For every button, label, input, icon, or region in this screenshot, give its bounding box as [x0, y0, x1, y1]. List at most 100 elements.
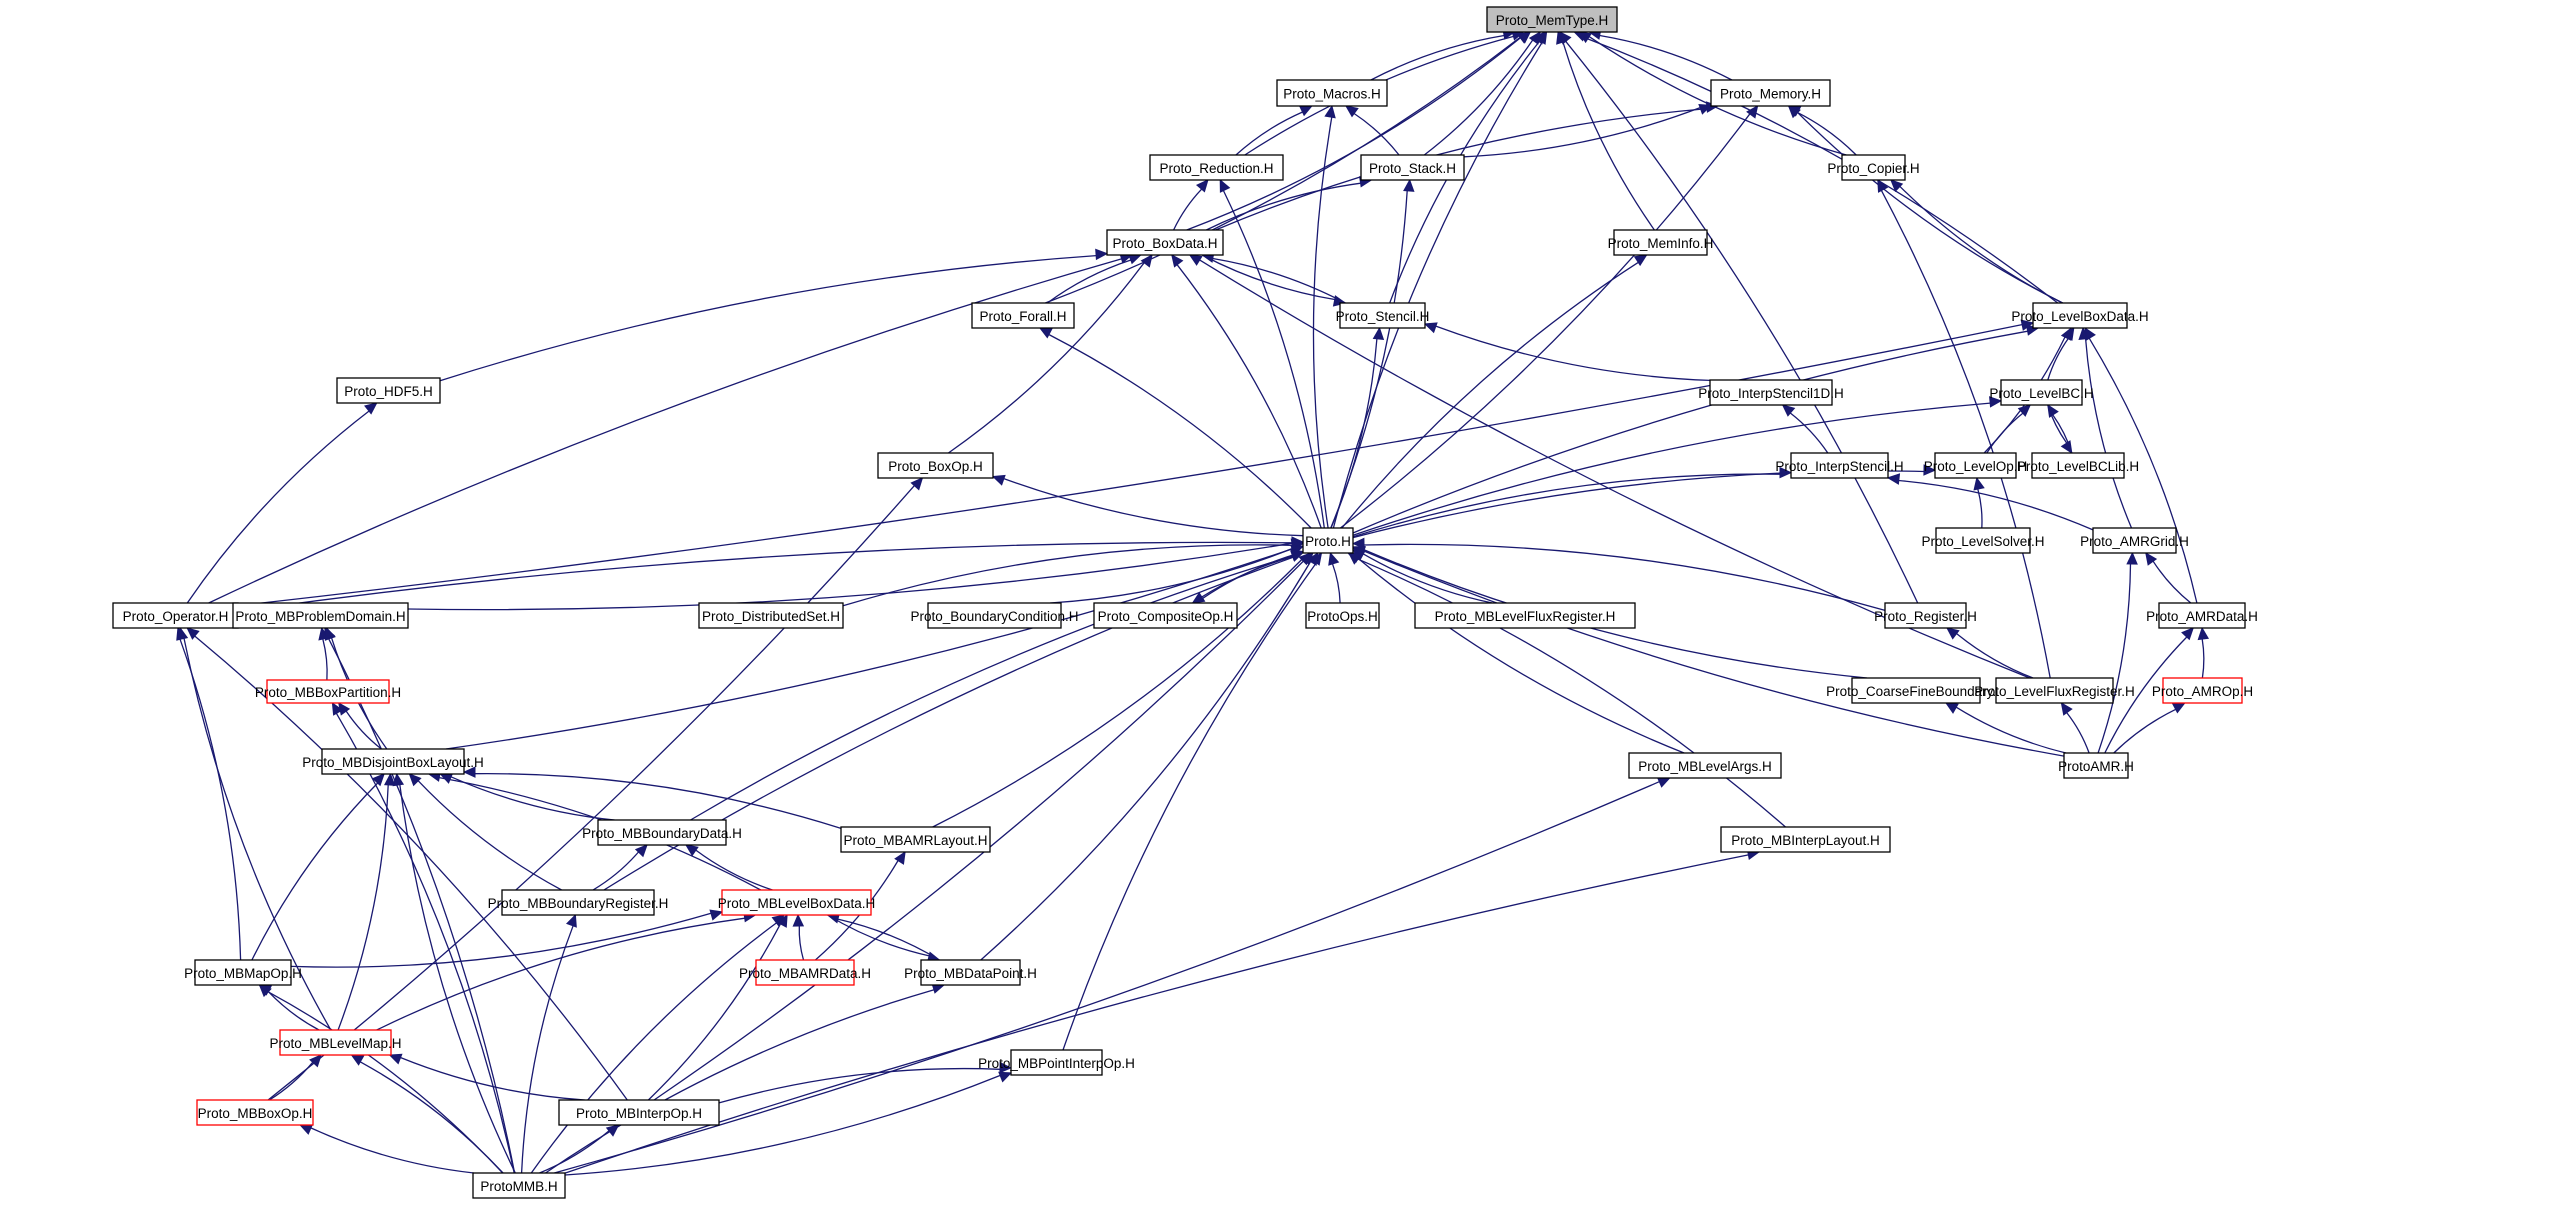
arrowhead-icon: [1559, 31, 1572, 45]
node-levelbclib[interactable]: Proto_LevelBCLib.H: [2017, 452, 2139, 479]
node-levelboxdata[interactable]: Proto_LevelBoxData.H: [2011, 302, 2149, 329]
node-register[interactable]: Proto_Register.H: [1874, 602, 1977, 629]
node-protoops[interactable]: ProtoOps.H: [1305, 602, 1380, 629]
node-label: Proto_BoxOp.H: [888, 459, 983, 474]
node-mblevelmap[interactable]: Proto_MBLevelMap.H: [269, 1029, 402, 1056]
node-levelfluxregister[interactable]: Proto_LevelFluxRegister.H: [1974, 677, 2135, 704]
node-hdf5[interactable]: Proto_HDF5.H: [336, 377, 441, 404]
arrowhead-icon: [998, 1071, 1013, 1083]
edge-mbamrdata-to-mblevelboxdata: [798, 925, 805, 961]
node-mblevelboxdata[interactable]: Proto_MBLevelBoxData.H: [718, 889, 876, 916]
node-amrop[interactable]: Proto_AMROp.H: [2152, 677, 2253, 704]
edge-protommb-to-mbdatapoint: [545, 989, 935, 1174]
node-mblevelargs[interactable]: Proto_MBLevelArgs.H: [1628, 752, 1782, 779]
node-boxdata[interactable]: Proto_BoxData.H: [1106, 229, 1224, 256]
node-box: [501, 889, 655, 916]
edge-distributedset-to-proto: [842, 544, 1293, 607]
edge-amrdata-to-amrgrid: [2152, 560, 2192, 604]
node-memtype[interactable]: Proto_MemType.H: [1486, 6, 1618, 33]
node-protommb[interactable]: ProtoMMB.H: [472, 1172, 566, 1199]
arrowhead-icon: [324, 626, 336, 641]
edge-forall-to-memtype: [1045, 36, 1521, 304]
node-label: Proto_Macros.H: [1283, 87, 1381, 102]
node-memory[interactable]: Proto_Memory.H: [1710, 79, 1831, 107]
edge-mblevelboxdata-to-mbboundarydata: [695, 849, 773, 891]
node-compositeop[interactable]: Proto_CompositeOp.H: [1093, 602, 1238, 629]
node-mbpointinterpop[interactable]: Proto_MBPointInterpOp.H: [978, 1049, 1135, 1076]
edge-mbinterplayout-to-proto: [1357, 558, 1786, 828]
node-macros[interactable]: Proto_Macros.H: [1276, 79, 1388, 107]
node-label: ProtoAMR.H: [2058, 759, 2134, 774]
edge-mbboxop-to-boxop: [267, 485, 915, 1101]
edge-amrop-to-amrdata: [2201, 638, 2205, 679]
node-interpstencil1d[interactable]: Proto_InterpStencil1D.H: [1698, 379, 1844, 406]
edge-mbamrlayout-to-proto: [932, 559, 1303, 828]
node-mbamrlayout[interactable]: Proto_MBAMRLayout.H: [840, 826, 991, 853]
edge-operator-to-hdf5: [186, 410, 370, 604]
edge-mbproblemdomain-to-proto: [407, 542, 1293, 611]
node-interpstencil[interactable]: Proto_InterpStencil.H: [1775, 452, 1904, 479]
node-reduction[interactable]: Proto_Reduction.H: [1149, 154, 1284, 181]
node-mbproblemdomain[interactable]: Proto_MBProblemDomain.H: [232, 602, 409, 629]
arrowhead-icon: [910, 477, 924, 491]
node-box: [1710, 79, 1831, 107]
node-mblevelfluxregister[interactable]: Proto_MBLevelFluxRegister.H: [1414, 602, 1636, 629]
arrowhead-icon: [1633, 254, 1648, 267]
node-mbdatapoint[interactable]: Proto_MBDataPoint.H: [904, 959, 1037, 986]
node-amrgrid[interactable]: Proto_AMRGrid.H: [2080, 527, 2189, 554]
node-mbdisjointboxlayout[interactable]: Proto_MBDisjointBoxLayout.H: [302, 748, 484, 775]
node-levelop[interactable]: Proto_LevelOp.H: [1924, 452, 2028, 479]
node-proto[interactable]: Proto.H: [1302, 527, 1354, 554]
node-label: Proto_AMROp.H: [2152, 684, 2253, 699]
arrowhead-icon: [1372, 326, 1385, 340]
node-box: [1486, 6, 1618, 33]
arrowhead-icon: [176, 626, 189, 641]
node-mbboundaryregister[interactable]: Proto_MBBoundaryRegister.H: [488, 889, 669, 916]
node-mbinterplayout[interactable]: Proto_MBInterpLayout.H: [1720, 826, 1891, 853]
node-mbboxop[interactable]: Proto_MBBoxOp.H: [196, 1099, 314, 1126]
node-mbboundarydata[interactable]: Proto_MBBoundaryData.H: [582, 819, 742, 846]
node-label: Proto_DistributedSet.H: [702, 609, 840, 624]
node-forall[interactable]: Proto_Forall.H: [971, 302, 1075, 329]
node-protoamr[interactable]: ProtoAMR.H: [2058, 752, 2134, 779]
node-levelbc[interactable]: Proto_LevelBC.H: [1989, 379, 2094, 406]
node-label: Proto_LevelBoxData.H: [2011, 309, 2148, 324]
node-stencil[interactable]: Proto_Stencil.H: [1336, 302, 1430, 329]
node-box: [1149, 154, 1284, 181]
arrowhead-icon: [1656, 777, 1671, 788]
edge-mbinterpop-to-operator: [194, 635, 628, 1101]
node-layer: Proto_MemType.H Proto_Macros.H Proto_Memor…: [112, 6, 2258, 1199]
node-label: Proto_MBPointInterpOp.H: [978, 1056, 1135, 1071]
node-box: [1010, 1049, 1103, 1076]
arrowhead-icon: [634, 844, 648, 858]
node-stack[interactable]: Proto_Stack.H: [1360, 154, 1465, 181]
node-mbboxpartition[interactable]: Proto_MBBoxPartition.H: [255, 679, 401, 704]
node-box: [194, 959, 292, 986]
node-meminfo[interactable]: Proto_MemInfo.H: [1608, 229, 1714, 256]
node-label: Proto_MBBoundaryRegister.H: [488, 896, 669, 911]
node-copier[interactable]: Proto_Copier.H: [1827, 154, 1920, 181]
node-box: [1709, 379, 1833, 406]
edge-mbboundaryregister-to-mbboundarydata: [592, 851, 639, 891]
node-boxop[interactable]: Proto_BoxOp.H: [877, 452, 994, 479]
node-mbinterpop[interactable]: Proto_MBInterpOp.H: [558, 1099, 720, 1126]
node-levelsolver[interactable]: Proto_LevelSolver.H: [1921, 527, 2045, 554]
arrowhead-icon: [605, 1124, 620, 1137]
node-mbmapop[interactable]: Proto_MBMapOp.H: [184, 959, 302, 986]
node-label: Proto_MBAMRData.H: [739, 966, 871, 981]
arrowhead-icon: [1038, 327, 1053, 339]
arrowhead-icon: [1423, 322, 1438, 334]
arrowhead-icon: [1219, 178, 1231, 193]
node-box: [2092, 527, 2177, 554]
edge-levelbc-to-levelboxdata: [2047, 337, 2070, 381]
node-distributedset[interactable]: Proto_DistributedSet.H: [698, 602, 844, 629]
node-label: Proto_MBInterpOp.H: [576, 1106, 702, 1121]
node-mbamrdata[interactable]: Proto_MBAMRData.H: [739, 959, 871, 986]
node-amrdata[interactable]: Proto_AMRData.H: [2146, 602, 2258, 629]
node-operator[interactable]: Proto_Operator.H: [112, 602, 239, 629]
edge-protommb-to-mbboundaryregister: [520, 925, 574, 1174]
edge-mblevelmap-to-operator: [183, 638, 332, 1031]
arrowhead-icon: [2060, 440, 2073, 455]
node-coarsefineboundary[interactable]: Proto_CoarseFineBoundary.H: [1826, 677, 2006, 704]
node-boundarycondition[interactable]: Proto_BoundaryCondition.H: [910, 602, 1079, 629]
